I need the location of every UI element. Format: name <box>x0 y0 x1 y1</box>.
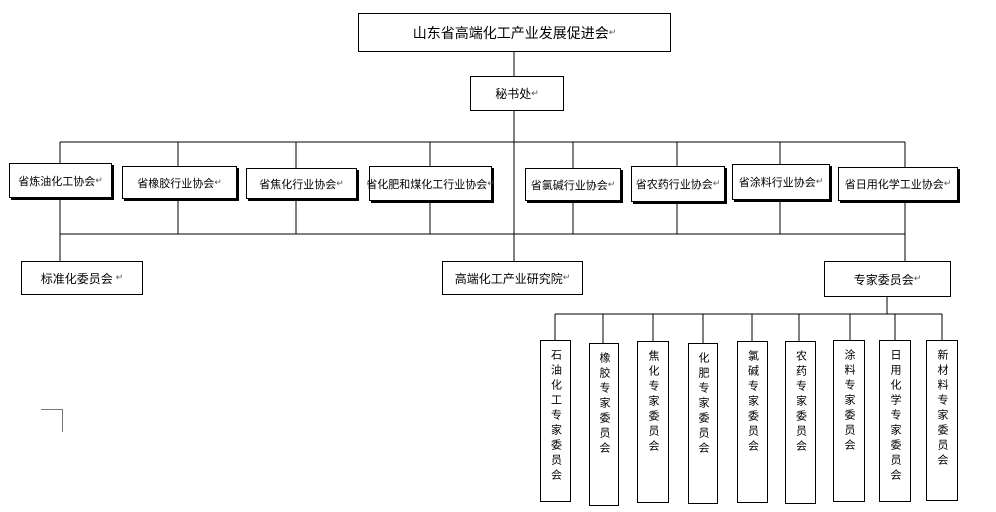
expert-subcommittee-label: 橡胶专家委员会 <box>598 352 611 457</box>
expert-subcommittee-node: 石油化工专家委员会 <box>540 340 571 502</box>
standards-committee-node: 标准化委员会 ↵ <box>21 261 143 295</box>
expert-committee-label: 专家委员会 <box>853 272 914 287</box>
expert-subcommittee-node: 新材料专家委员会 <box>926 340 958 501</box>
institute-node: 高端化工产业研究院↵ <box>442 261 583 295</box>
expert-subcommittee-node: 橡胶专家委员会 <box>589 343 619 506</box>
paragraph-mark-icon: ↵ <box>562 273 571 283</box>
association-label: 省涂料行业协会 <box>738 176 816 189</box>
paragraph-mark-icon: ↵ <box>487 178 495 189</box>
crop-mark-icon <box>41 409 63 432</box>
association-node: 省橡胶行业协会↵ <box>122 166 237 199</box>
paragraph-mark-icon: ↵ <box>608 27 617 38</box>
association-node: 省炼油化工协会↵ <box>9 163 112 198</box>
association-label: 省氯碱行业协会 <box>530 178 608 192</box>
association-label: 省橡胶行业协会 <box>137 176 215 190</box>
root-label: 山东省高端化工产业发展促进会 <box>412 25 609 42</box>
association-label: 省化肥和煤化工行业协会 <box>366 177 488 191</box>
expert-committee-node: 专家委员会↵ <box>824 261 951 297</box>
institute-label: 高端化工产业研究院 <box>454 271 563 286</box>
expert-subcommittee-label: 农药专家委员会 <box>794 350 808 455</box>
paragraph-mark-icon: ↵ <box>112 273 124 283</box>
paragraph-mark-icon: ↵ <box>943 179 952 189</box>
association-node: 省日用化学工业协会↵ <box>838 167 958 201</box>
secretariat-node: 秘书处↵ <box>470 76 564 111</box>
expert-subcommittee-node: 化肥专家委员会 <box>688 343 718 504</box>
expert-subcommittee-label: 新材料专家委员会 <box>936 349 949 469</box>
expert-subcommittee-label: 焦化专家委员会 <box>647 350 660 455</box>
expert-subcommittee-label: 日用化学专家委员会 <box>889 349 902 484</box>
standards-committee-label: 标准化委员会 <box>40 271 113 286</box>
expert-subcommittee-node: 氯碱专家委员会 <box>737 341 768 503</box>
paragraph-mark-icon: ↵ <box>336 178 344 189</box>
expert-subcommittee-label: 氯碱专家委员会 <box>746 350 760 455</box>
expert-subcommittee-node: 农药专家委员会 <box>785 341 816 504</box>
expert-subcommittee-node: 焦化专家委员会 <box>637 341 669 503</box>
paragraph-mark-icon: ↵ <box>712 179 721 189</box>
expert-subcommittee-label: 石油化工专家委员会 <box>549 349 563 484</box>
association-label: 省农药行业协会 <box>635 178 713 191</box>
expert-subcommittee-label: 涂料专家委员会 <box>843 349 856 454</box>
paragraph-mark-icon: ↵ <box>913 274 922 284</box>
expert-subcommittee-node: 涂料专家委员会 <box>833 340 865 502</box>
association-node: 省氯碱行业协会↵ <box>525 168 621 201</box>
association-label: 省炼油化工协会 <box>18 174 96 188</box>
expert-subcommittee-node: 日用化学专家委员会 <box>879 340 911 502</box>
association-node: 省焦化行业协会↵ <box>246 168 357 199</box>
association-node: 省化肥和煤化工行业协会↵ <box>366 166 495 201</box>
association-label: 省焦化行业协会 <box>259 177 337 191</box>
secretariat-label: 秘书处 <box>495 87 532 101</box>
paragraph-mark-icon: ↵ <box>531 88 539 99</box>
expert-subcommittee-label: 化肥专家委员会 <box>697 352 710 457</box>
paragraph-mark-icon: ↵ <box>815 177 824 187</box>
root-node: 山东省高端化工产业发展促进会↵ <box>358 13 671 52</box>
association-node: 省农药行业协会↵ <box>631 166 725 202</box>
association-node: 省涂料行业协会↵ <box>732 164 830 200</box>
association-label: 省日用化学工业协会 <box>844 178 944 191</box>
paragraph-mark-icon: ↵ <box>607 179 616 190</box>
paragraph-mark-icon: ↵ <box>95 175 103 186</box>
paragraph-mark-icon: ↵ <box>214 177 222 188</box>
